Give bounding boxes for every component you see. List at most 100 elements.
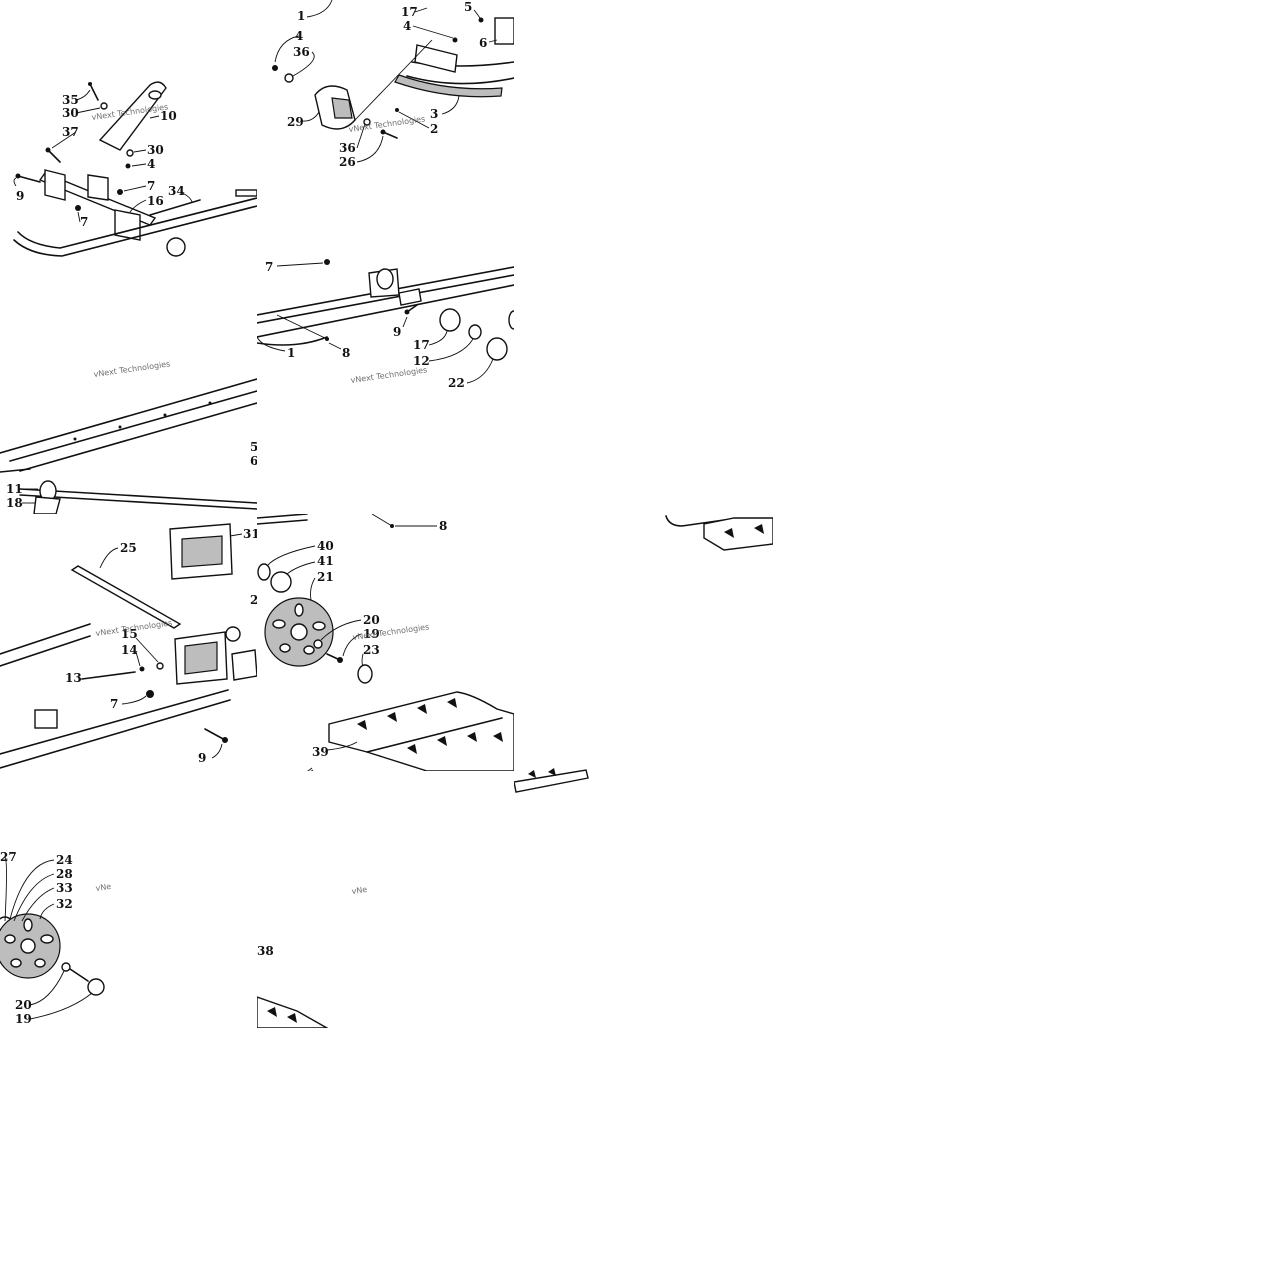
label-19: 19	[15, 1012, 32, 1026]
cleat-2	[387, 712, 397, 722]
track-strip	[514, 769, 589, 793]
leader-23a	[361, 653, 364, 667]
tile-front-arm-drawing: 1 17 5 4 6 4 36 29 36 26 3 2 vNext Techn…	[272, 0, 514, 169]
block-31-slot	[181, 535, 223, 568]
leader-27	[4, 856, 7, 922]
wheel-32-hub	[20, 938, 36, 954]
leader-21	[310, 577, 316, 601]
leader-19	[29, 992, 93, 1020]
wheel-21-hole-1	[294, 603, 304, 617]
tile-track-fragment-drawing	[665, 515, 773, 551]
tile-front-arm: 1 17 5 4 6 4 36 29 36 26 3 2 vNext Techn…	[257, 0, 514, 257]
label-18: 18	[6, 496, 23, 510]
label-1: 1	[297, 9, 305, 23]
label-4: 4	[403, 19, 411, 33]
slider-block	[34, 709, 58, 729]
cleat-6	[437, 736, 447, 746]
leader-7	[123, 185, 147, 192]
pin-8	[276, 314, 328, 340]
rail-lower	[257, 336, 328, 346]
label-10: 10	[160, 109, 177, 123]
connector-line	[354, 39, 433, 121]
label-3: 3	[430, 107, 438, 121]
nut-7b	[117, 189, 123, 195]
wheel-21-hole-2	[312, 621, 326, 631]
wheel-21-hole-4	[279, 643, 291, 653]
label-13: 13	[65, 671, 82, 685]
cleat-7	[467, 732, 477, 742]
nut-7	[324, 259, 330, 265]
label-21: 21	[317, 570, 334, 584]
label-2: 2	[250, 593, 257, 607]
label-16: 16	[147, 194, 164, 208]
strip-cleat-2	[548, 768, 556, 776]
leader-17	[428, 330, 448, 346]
tile-rear-axle: 25 31 15 14 13 7 9 2 vNext Technologies	[0, 514, 257, 771]
front-arm-block	[414, 44, 458, 73]
wheel-32-hole-3	[34, 958, 46, 968]
leader-25	[99, 547, 119, 569]
leader-32	[39, 903, 55, 920]
ring-23	[357, 664, 373, 684]
leader-9	[402, 316, 408, 328]
nut-7a	[75, 205, 81, 211]
track-end	[257, 996, 329, 1028]
leader-1	[257, 336, 286, 352]
leader-41	[286, 561, 316, 575]
label-9: 9	[16, 189, 24, 203]
wheel-32-hole-5	[4, 934, 16, 944]
leader-37	[51, 131, 77, 149]
wheel-22	[486, 337, 508, 361]
leader-15	[135, 637, 159, 663]
label-7: 7	[147, 179, 155, 193]
watermark: vNext Technologies	[93, 359, 171, 379]
leader-8	[328, 342, 342, 350]
idler-wheel	[166, 237, 186, 257]
rail-end-tube	[235, 189, 257, 197]
rail-mid	[257, 274, 514, 324]
screw-35-shank	[89, 83, 99, 101]
leader-6	[488, 39, 498, 43]
tile-front-shock-pivot-drawing: 35 30 10 37 30 4 9 7 16 34 7 vNext Techn…	[13, 81, 257, 257]
watermark: vNext Technologies	[348, 114, 426, 134]
label-7: 7	[265, 260, 273, 274]
part-6-block	[494, 17, 514, 45]
shaft-stub	[398, 288, 422, 306]
label-30: 30	[62, 106, 79, 120]
cleat-5	[407, 744, 417, 754]
washer-15	[156, 662, 164, 670]
shock-arm	[98, 81, 167, 151]
rail-left-top	[0, 623, 91, 655]
leader-30	[75, 107, 101, 114]
leader-22	[466, 358, 494, 384]
label-35: 35	[62, 93, 79, 107]
rail-hole-2	[118, 425, 122, 429]
rail-lower-edge	[19, 402, 257, 472]
label-29: 29	[287, 115, 304, 129]
rear-axle-2	[19, 494, 257, 510]
tile-track-strip	[514, 766, 590, 800]
washer-30b	[126, 149, 134, 157]
shock-eye	[148, 90, 162, 100]
label-12: 12	[413, 354, 430, 368]
label-4: 4	[147, 157, 155, 171]
watermark-fragment-drawing: vNe	[351, 885, 368, 896]
label-26: 26	[339, 155, 356, 169]
bolt-4	[452, 37, 458, 43]
wear-strip-3	[394, 74, 503, 98]
label-20: 20	[15, 998, 32, 1012]
label-17: 17	[413, 338, 430, 352]
label-36b: 36	[339, 141, 356, 155]
rail-fragment	[257, 514, 308, 519]
rail-bottom	[257, 284, 514, 338]
watermark-partial: vNe	[95, 882, 112, 893]
leader-7	[121, 695, 147, 705]
leader-4b	[274, 35, 300, 63]
bolt-37-shank	[47, 149, 61, 163]
bolt-19-shank	[69, 968, 89, 982]
wheel-21-hole-3	[303, 645, 315, 655]
bracket-18	[33, 496, 61, 514]
tile-front-shock-pivot: 35 30 10 37 30 4 9 7 16 34 7 vNext Techn…	[0, 0, 257, 257]
leader-14	[135, 651, 141, 667]
right-bracket	[114, 209, 141, 241]
